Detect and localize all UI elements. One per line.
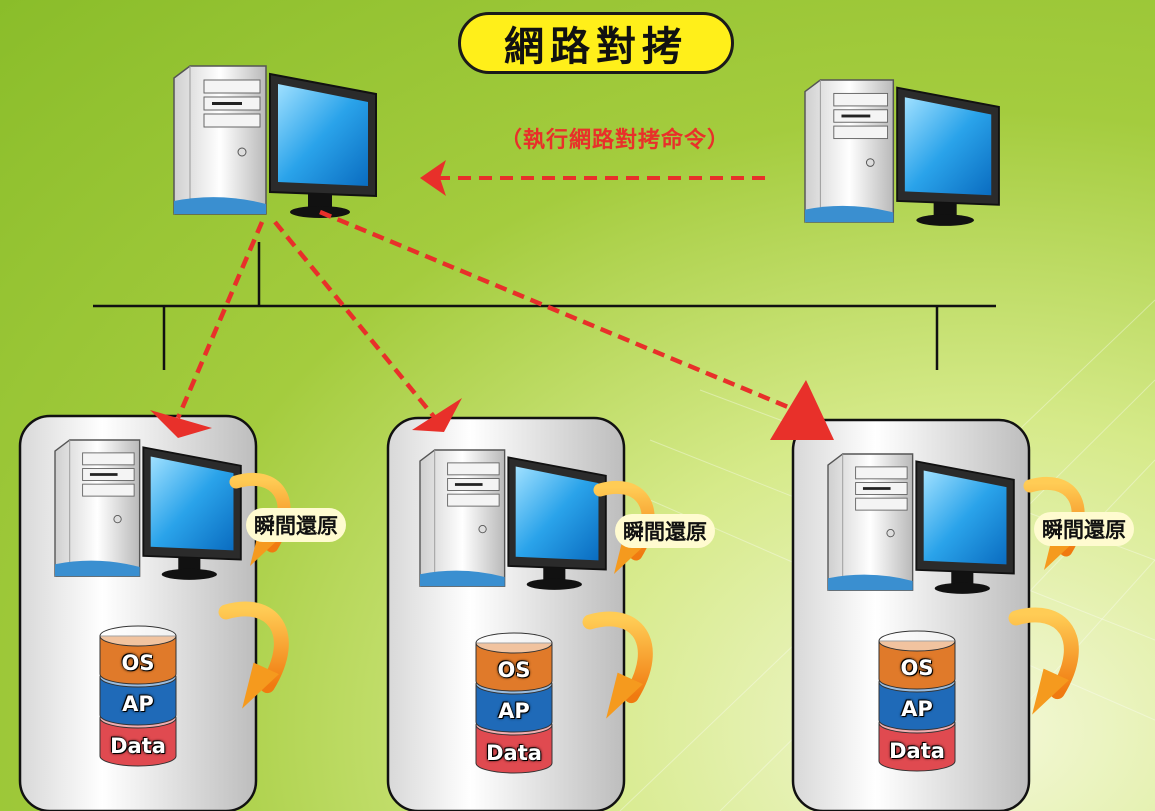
- database-layer-1-2: [99, 676, 177, 726]
- database-layer-3-2: [878, 681, 956, 731]
- copy-arrow-1: [175, 221, 265, 419]
- copy-arrow-2: [273, 220, 437, 420]
- data-layer-label-1: Data: [110, 734, 166, 758]
- command-computer: [804, 79, 1000, 227]
- copy-arrowhead-2: [412, 398, 462, 432]
- copy-arrowhead-1: [150, 410, 212, 438]
- database-layer-2-3: [475, 724, 553, 774]
- ap-layer-label-3: AP: [901, 697, 933, 721]
- diagram-title: 網路對拷: [458, 12, 734, 74]
- network-bus: [93, 242, 996, 370]
- database-layer-2-1: [475, 642, 553, 692]
- copy-arrowhead-3: [770, 380, 834, 440]
- database-layer-top-2-1: [475, 632, 553, 654]
- os-layer-label-2: OS: [497, 658, 531, 682]
- data-layer-label-3: Data: [889, 739, 945, 763]
- restore-label-1: 瞬間還原: [246, 508, 346, 542]
- os-layer-label-3: OS: [900, 656, 934, 680]
- database-layer-1-1: [99, 635, 177, 685]
- ap-layer-label-1: AP: [122, 692, 154, 716]
- database-layer-1-3: [99, 717, 177, 767]
- data-layer-label-2: Data: [486, 741, 542, 765]
- database-layer-2-2: [475, 683, 553, 733]
- database-stack-2: [475, 632, 553, 774]
- command-arrowhead: [420, 160, 446, 196]
- database-layer-3-1: [878, 640, 956, 690]
- copy-arrow-3: [319, 209, 801, 415]
- restore-label-2: 瞬間還原: [615, 514, 715, 548]
- database-layer-3-3: [878, 722, 956, 772]
- source-computer: [173, 65, 377, 219]
- command-label: （執行網路對拷命令）: [499, 128, 730, 153]
- ap-layer-label-2: AP: [498, 699, 530, 723]
- restore-label-3: 瞬間還原: [1034, 512, 1134, 546]
- database-layer-top-3-1: [878, 630, 956, 652]
- database-stack-3: [878, 630, 956, 772]
- database-layer-top-1-1: [99, 625, 177, 647]
- database-stack-1: [99, 625, 177, 767]
- os-layer-label-1: OS: [121, 651, 155, 675]
